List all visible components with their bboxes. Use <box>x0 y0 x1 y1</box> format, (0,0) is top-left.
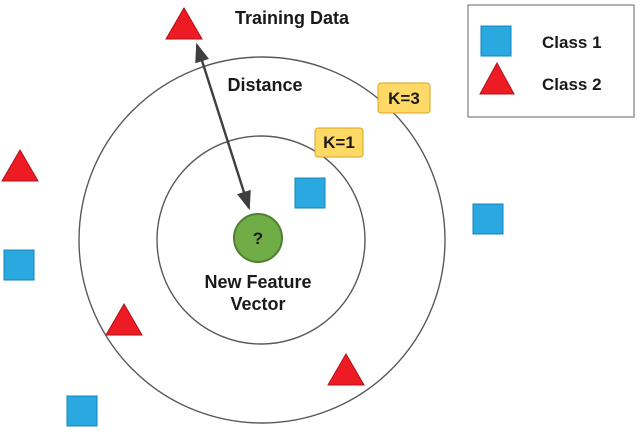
outer-circle-k3 <box>78 56 446 424</box>
k1-badge-box <box>314 127 364 158</box>
diagram-title: Training Data <box>235 8 350 28</box>
query-symbol: ? <box>253 229 263 248</box>
class2-triangle-marker <box>327 353 365 386</box>
legend: Class 1 Class 2 <box>467 4 635 118</box>
query-label-line2: Vector <box>230 294 285 314</box>
class1-square-marker <box>3 249 35 281</box>
inner-circle-k1 <box>156 135 366 345</box>
class1-legend-square-icon <box>480 25 512 57</box>
class1-legend-label: Class 1 <box>542 33 602 52</box>
k3-badge-label: K=3 <box>388 89 420 108</box>
k1-badge-label: K=1 <box>323 133 355 152</box>
class2-legend-triangle-icon <box>479 61 515 95</box>
class2-triangle-marker <box>165 7 203 40</box>
distance-arrow <box>195 42 251 211</box>
class2-triangle-marker <box>105 303 143 336</box>
class1-square-marker <box>66 395 98 427</box>
legend-box <box>467 4 635 118</box>
class1-square-marker <box>472 203 504 235</box>
new-feature-vector-point <box>233 213 283 263</box>
distance-label: Distance <box>227 75 302 95</box>
k1-badge: K=1 <box>314 127 364 158</box>
class1-square-marker <box>294 177 326 209</box>
class2-triangle-marker <box>1 149 39 182</box>
k3-badge: K=3 <box>377 82 431 114</box>
k3-badge-box <box>377 82 431 114</box>
data-point-markers <box>1 7 504 427</box>
query-label-line1: New Feature <box>204 272 311 292</box>
class2-legend-label: Class 2 <box>542 75 602 94</box>
